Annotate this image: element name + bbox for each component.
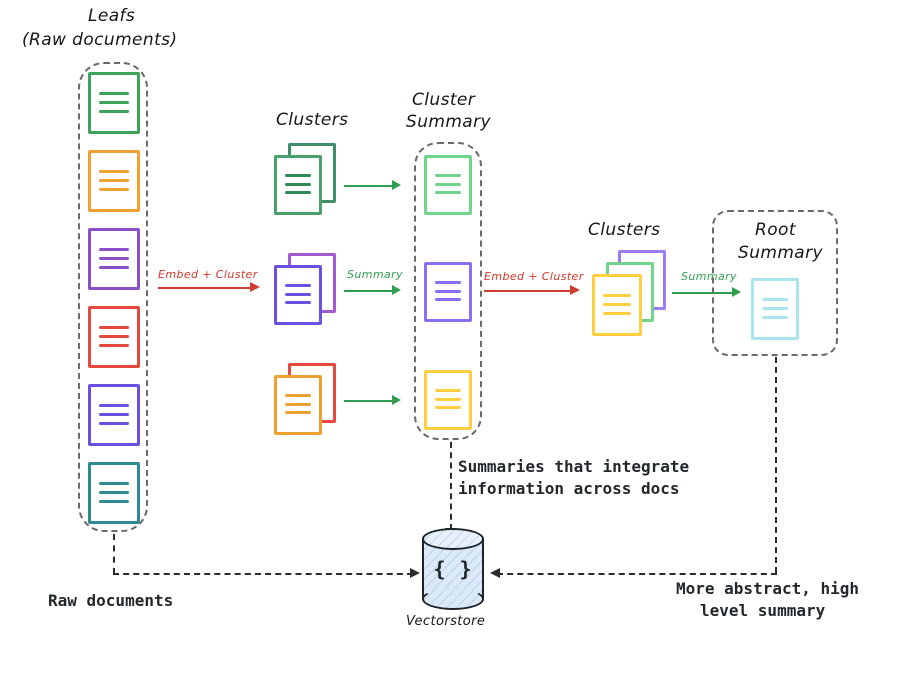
cluster-summary-container bbox=[414, 142, 482, 440]
clusters-2-title: Clusters bbox=[588, 220, 661, 240]
annotation-abstract-line2: level summary bbox=[700, 601, 826, 620]
annotation-raw-documents: Raw documents bbox=[48, 591, 174, 610]
root-summary-title-line1: Root bbox=[755, 220, 796, 240]
arrow-embed-cluster-2-line bbox=[484, 290, 572, 292]
cluster-stack-green-front bbox=[274, 155, 322, 215]
arrow-summary-orange-head bbox=[392, 395, 401, 405]
root-summary-doc-cyan bbox=[751, 278, 799, 340]
root-summary-title-line2: Summary bbox=[738, 243, 823, 263]
line-leafs-down bbox=[113, 534, 115, 574]
vectorstore-glyph: { } bbox=[433, 557, 473, 581]
edge-label-embed-cluster-2: Embed + Cluster bbox=[484, 270, 584, 283]
leaf-doc-blueviolet bbox=[88, 384, 140, 446]
line-root-to-vectorstore bbox=[497, 573, 777, 575]
arrow-embed-cluster-1-line bbox=[158, 287, 252, 289]
cluster-stack-purple-front bbox=[274, 265, 322, 325]
line-root-down bbox=[775, 357, 777, 573]
edge-label-summary-2: Summary bbox=[681, 270, 737, 283]
arrow-summary-2-line bbox=[672, 292, 734, 294]
leaf-doc-red bbox=[88, 306, 140, 368]
arrowhead-leafs-to-vectorstore bbox=[410, 568, 420, 578]
cluster-summary-doc-yellow bbox=[424, 370, 472, 430]
leafs-title-line1: Leafs bbox=[88, 6, 136, 26]
arrow-summary-green-head bbox=[392, 180, 401, 190]
annotation-abstract-line1: More abstract, high bbox=[676, 579, 860, 598]
vectorstore-label: Vectorstore bbox=[406, 614, 486, 629]
line-summaries-to-vectorstore bbox=[450, 442, 452, 530]
edge-label-summary-1: Summary bbox=[347, 268, 403, 281]
clusters-1-title: Clusters bbox=[276, 110, 349, 130]
arrow-embed-cluster-2-head bbox=[570, 285, 580, 295]
arrow-summary-purple-head bbox=[392, 285, 401, 295]
cylinder-top bbox=[422, 528, 484, 550]
arrow-summary-2-head bbox=[732, 287, 741, 297]
vectorstore-cylinder: { } bbox=[422, 528, 484, 610]
arrow-summary-green-line bbox=[344, 185, 394, 187]
cluster-stack-orange-front bbox=[274, 375, 322, 435]
line-leafs-to-vectorstore bbox=[113, 573, 413, 575]
leaf-doc-purple bbox=[88, 228, 140, 290]
cluster-summary-title-line2: Summary bbox=[406, 112, 491, 132]
arrow-summary-purple-line bbox=[344, 290, 394, 292]
arrow-summary-orange-line bbox=[344, 400, 394, 402]
annotation-summaries-line1: Summaries that integrate bbox=[458, 457, 690, 476]
leaf-doc-green bbox=[88, 72, 140, 134]
leafs-container bbox=[78, 62, 148, 532]
edge-label-embed-cluster-1: Embed + Cluster bbox=[158, 268, 258, 281]
leaf-doc-teal bbox=[88, 462, 140, 524]
arrow-embed-cluster-1-head bbox=[250, 282, 260, 292]
cluster-summary-title-line1: Cluster bbox=[412, 90, 476, 110]
leafs-title-line2: (Raw documents) bbox=[22, 30, 178, 50]
cluster-summary-doc-purple bbox=[424, 262, 472, 322]
cluster2-doc-yellow bbox=[592, 274, 642, 336]
cluster-summary-doc-green bbox=[424, 155, 472, 215]
leaf-doc-orange bbox=[88, 150, 140, 212]
cylinder-bottom bbox=[422, 588, 484, 610]
root-summary-container bbox=[712, 210, 838, 356]
annotation-summaries-line2: information across docs bbox=[458, 479, 680, 498]
arrowhead-root-to-vectorstore bbox=[490, 568, 500, 578]
